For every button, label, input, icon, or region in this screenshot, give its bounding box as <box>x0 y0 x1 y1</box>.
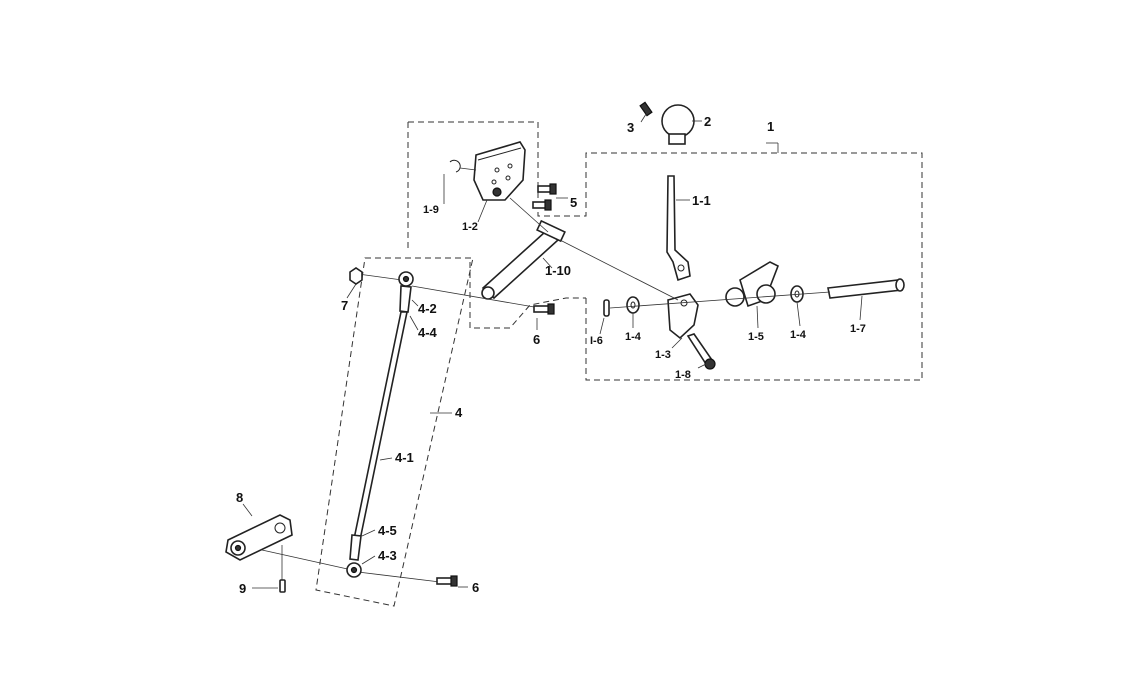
label-7: 7 <box>341 298 348 313</box>
shift-knob <box>639 101 695 145</box>
label-4-3: 4-3 <box>378 548 397 563</box>
washer-1-4-left <box>626 296 640 314</box>
pin-1-6 <box>603 299 610 317</box>
label-4-2: 4-2 <box>418 301 437 316</box>
group-1-outline <box>407 121 923 381</box>
group-4-outline <box>315 257 474 607</box>
bolt-6-upper <box>533 303 555 315</box>
label-1-10: 1-10 <box>545 263 571 278</box>
label-1-5: 1-5 <box>748 331 764 343</box>
label-1-6: I-6 <box>590 335 603 347</box>
callout-labels: 1 1-1 1-2 1-3 1-4 1-4 1-5 I-6 1-7 1-8 1-… <box>236 114 866 596</box>
shaft <box>827 278 905 299</box>
label-6-lower: 6 <box>472 580 479 595</box>
label-1-2: 1-2 <box>462 221 478 233</box>
lever-bracket <box>667 293 699 340</box>
label-9: 9 <box>239 581 246 596</box>
spring-bracket <box>725 261 780 308</box>
clip-1-9 <box>449 159 461 173</box>
bolt-6-lower <box>436 575 458 587</box>
label-1-3: 1-3 <box>655 349 671 361</box>
label-1-4-left: 1-4 <box>625 331 642 343</box>
assembly-lines <box>261 167 831 588</box>
label-6-upper: 6 <box>533 332 540 347</box>
label-1-4-right: 1-4 <box>790 329 807 341</box>
lower-lever-arm <box>225 514 293 561</box>
label-4-4: 4-4 <box>418 325 438 340</box>
label-4-1: 4-1 <box>395 450 414 465</box>
link-arm <box>481 219 566 300</box>
label-4: 4 <box>455 405 463 420</box>
label-leaders <box>242 110 863 589</box>
label-1-1: 1-1 <box>692 193 711 208</box>
shift-lever <box>666 175 691 282</box>
label-1-8: 1-8 <box>675 369 691 381</box>
tie-rod <box>346 271 414 578</box>
label-2: 2 <box>704 114 711 129</box>
label-1-7: 1-7 <box>850 323 866 335</box>
label-1-9: 1-9 <box>423 204 439 216</box>
bolts-5 <box>532 183 557 211</box>
label-5: 5 <box>570 195 577 210</box>
label-1: 1 <box>767 119 774 134</box>
screw-9 <box>279 579 286 593</box>
bolt-1-8 <box>686 333 716 370</box>
label-4-5: 4-5 <box>378 523 397 538</box>
shift-plate <box>473 141 526 201</box>
label-3: 3 <box>627 120 634 135</box>
label-8: 8 <box>236 490 243 505</box>
nut-7 <box>349 267 363 285</box>
